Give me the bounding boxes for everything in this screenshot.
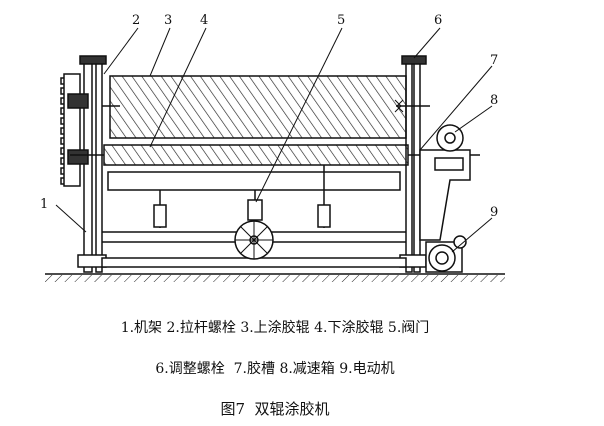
lower-roller <box>70 144 480 166</box>
callout-6: 6 <box>434 13 442 28</box>
callout-8: 8 <box>490 93 498 108</box>
electric-motor <box>425 235 467 273</box>
drive-gear <box>60 73 89 187</box>
callout-labels: 1 2 3 4 5 6 7 8 9 <box>40 13 498 220</box>
callout-9: 9 <box>490 205 498 220</box>
valve-handwheel <box>234 220 274 260</box>
callout-5: 5 <box>337 13 345 28</box>
ground <box>45 273 505 282</box>
legend-line-2: 6.调整螺栓 7.胶槽 8.减速箱 9.电动机 <box>155 361 395 377</box>
callout-1: 1 <box>40 197 48 212</box>
upper-roller <box>102 75 430 139</box>
figure-title: 图7 双辊涂胶机 <box>220 400 330 418</box>
callout-2: 2 <box>132 13 140 28</box>
callout-3: 3 <box>164 13 172 28</box>
callout-7: 7 <box>490 53 498 68</box>
reducer-gearbox <box>419 124 471 241</box>
legend-line-1: 1.机架 2.拉杆螺栓 3.上涂胶辊 4.下涂胶辊 5.阀门 <box>120 320 430 336</box>
leader-lines <box>55 27 493 253</box>
callout-4: 4 <box>200 13 208 28</box>
frame-left <box>77 55 107 273</box>
double-roller-coater-drawing: 1 2 3 4 5 6 7 8 9 <box>40 13 505 282</box>
glue-trough <box>107 165 401 228</box>
